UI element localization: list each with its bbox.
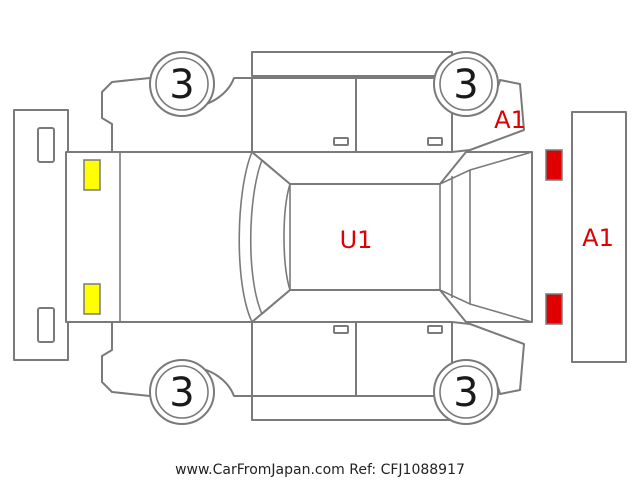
wheel-rear-right-rating: 3 (453, 370, 478, 416)
wheel-front-right-rating: 3 (453, 62, 478, 108)
roof-damage-code: U1 (340, 226, 373, 254)
rear-panel-damage-code: A1 (582, 224, 614, 252)
taillight-right (545, 293, 563, 325)
headlight-right (83, 283, 101, 315)
rear-bumper (571, 111, 627, 363)
left-side-panel (101, 51, 525, 153)
rear-corner-damage-code: A1 (494, 106, 526, 134)
taillight-left (545, 149, 563, 181)
car-body-top-view (65, 151, 533, 323)
right-side-panel (101, 321, 525, 421)
wheel-front-right: 3 (433, 51, 499, 117)
wheel-rear-right: 3 (433, 359, 499, 425)
headlight-left (83, 159, 101, 191)
wheel-front-left: 3 (149, 51, 215, 117)
wheel-rear-left: 3 (149, 359, 215, 425)
wheel-front-left-rating: 3 (169, 62, 194, 108)
front-bumper (13, 109, 69, 361)
wheel-rear-left-rating: 3 (169, 370, 194, 416)
footer-source: www.CarFromJapan.com Ref: CFJ1088917 (175, 462, 465, 478)
